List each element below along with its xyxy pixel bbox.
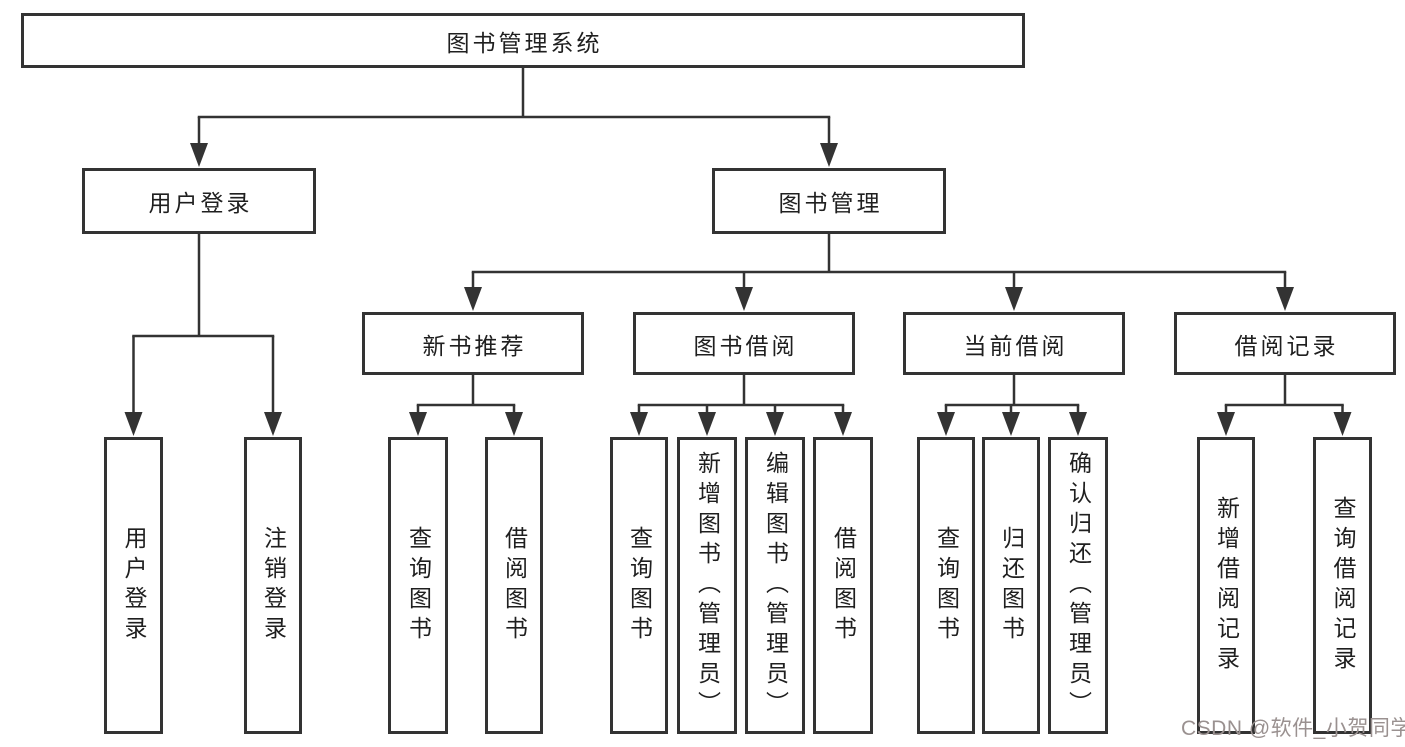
node-logout: 注销登录 bbox=[244, 437, 302, 734]
arrowhead-bb-edit-book bbox=[766, 412, 784, 436]
connector-library-system bbox=[190, 66, 838, 167]
node-bb-edit-book: 编辑图书（管理员） bbox=[745, 437, 805, 734]
bb-add-book-label: 新增图书（管理员） bbox=[694, 450, 721, 721]
arrowhead-nbr-borrow-book bbox=[505, 412, 523, 436]
connector-book-management bbox=[464, 232, 1294, 311]
connector-new-book-recommend bbox=[409, 373, 523, 436]
arrowhead-cb-return-book bbox=[1002, 412, 1020, 436]
node-bb-query-book: 查询图书 bbox=[610, 437, 668, 734]
cb-query-book-label: 查询图书 bbox=[933, 525, 960, 646]
node-user-login: 用户登录 bbox=[82, 168, 316, 234]
arrowhead-book-borrowing bbox=[735, 287, 753, 311]
borrow-records-label: 借阅记录 bbox=[1234, 332, 1339, 359]
br-add-record-label: 新增借阅记录 bbox=[1213, 495, 1240, 676]
library-system-label: 图书管理系统 bbox=[446, 29, 603, 56]
book-management-label: 图书管理 bbox=[778, 190, 883, 216]
node-borrow-records: 借阅记录 bbox=[1174, 312, 1396, 375]
arrowhead-logout bbox=[264, 412, 282, 436]
arrowhead-new-book-recommend bbox=[464, 287, 482, 311]
node-book-borrowing: 图书借阅 bbox=[633, 312, 855, 375]
new-book-recommend-label: 新书推荐 bbox=[422, 332, 527, 359]
node-nbr-borrow-book: 借阅图书 bbox=[485, 437, 543, 734]
connector-current-borrowing bbox=[937, 373, 1087, 436]
node-current-borrowing: 当前借阅 bbox=[903, 312, 1125, 375]
arrowhead-book-management bbox=[820, 143, 838, 167]
connector-user-login bbox=[124, 232, 282, 436]
arrowhead-current-borrowing bbox=[1005, 287, 1023, 311]
login-label: 用户登录 bbox=[121, 525, 147, 646]
current-borrowing-label: 当前借阅 bbox=[963, 332, 1068, 359]
arrowhead-login bbox=[124, 412, 143, 436]
cb-confirm-return-label: 确认归还（管理员） bbox=[1065, 450, 1092, 721]
user-login-label: 用户登录 bbox=[148, 190, 253, 216]
nbr-borrow-book-label: 借阅图书 bbox=[501, 525, 528, 646]
node-new-book-recommend: 新书推荐 bbox=[362, 312, 584, 375]
arrowhead-bb-borrow-book bbox=[834, 412, 852, 436]
arrowhead-nbr-query-book bbox=[409, 412, 427, 436]
node-br-query-record: 查询借阅记录 bbox=[1313, 437, 1372, 734]
arrowhead-user-login bbox=[190, 143, 208, 167]
bb-borrow-book-label: 借阅图书 bbox=[830, 525, 857, 646]
node-book-management: 图书管理 bbox=[712, 168, 946, 234]
connector-book-borrowing bbox=[630, 373, 852, 436]
node-bb-add-book: 新增图书（管理员） bbox=[677, 437, 737, 734]
arrowhead-br-query-record bbox=[1333, 412, 1352, 436]
arrowhead-cb-confirm-return bbox=[1069, 412, 1087, 436]
node-library-system: 图书管理系统 bbox=[21, 13, 1025, 68]
node-cb-confirm-return: 确认归还（管理员） bbox=[1048, 437, 1108, 734]
bb-edit-book-label: 编辑图书（管理员） bbox=[762, 450, 789, 721]
node-cb-query-book: 查询图书 bbox=[917, 437, 975, 734]
node-br-add-record: 新增借阅记录 bbox=[1197, 437, 1255, 734]
nbr-query-book-label: 查询图书 bbox=[405, 525, 432, 646]
node-nbr-query-book: 查询图书 bbox=[388, 437, 448, 734]
arrowhead-br-add-record bbox=[1217, 412, 1235, 436]
arrowhead-borrow-records bbox=[1276, 287, 1294, 311]
node-login: 用户登录 bbox=[104, 437, 163, 734]
watermark: CSDN @软件_小贺同学 bbox=[1181, 717, 1405, 740]
bb-query-book-label: 查询图书 bbox=[626, 525, 653, 646]
connector-borrow-records bbox=[1217, 373, 1352, 436]
arrowhead-bb-add-book bbox=[698, 412, 716, 436]
arrowhead-bb-query-book bbox=[630, 412, 648, 436]
cb-return-book-label: 归还图书 bbox=[998, 525, 1025, 646]
arrowhead-cb-query-book bbox=[937, 412, 955, 436]
node-cb-return-book: 归还图书 bbox=[982, 437, 1040, 734]
book-borrowing-label: 图书借阅 bbox=[693, 332, 798, 359]
node-bb-borrow-book: 借阅图书 bbox=[813, 437, 873, 734]
logout-label: 注销登录 bbox=[260, 525, 287, 646]
br-query-record-label: 查询借阅记录 bbox=[1330, 495, 1356, 676]
